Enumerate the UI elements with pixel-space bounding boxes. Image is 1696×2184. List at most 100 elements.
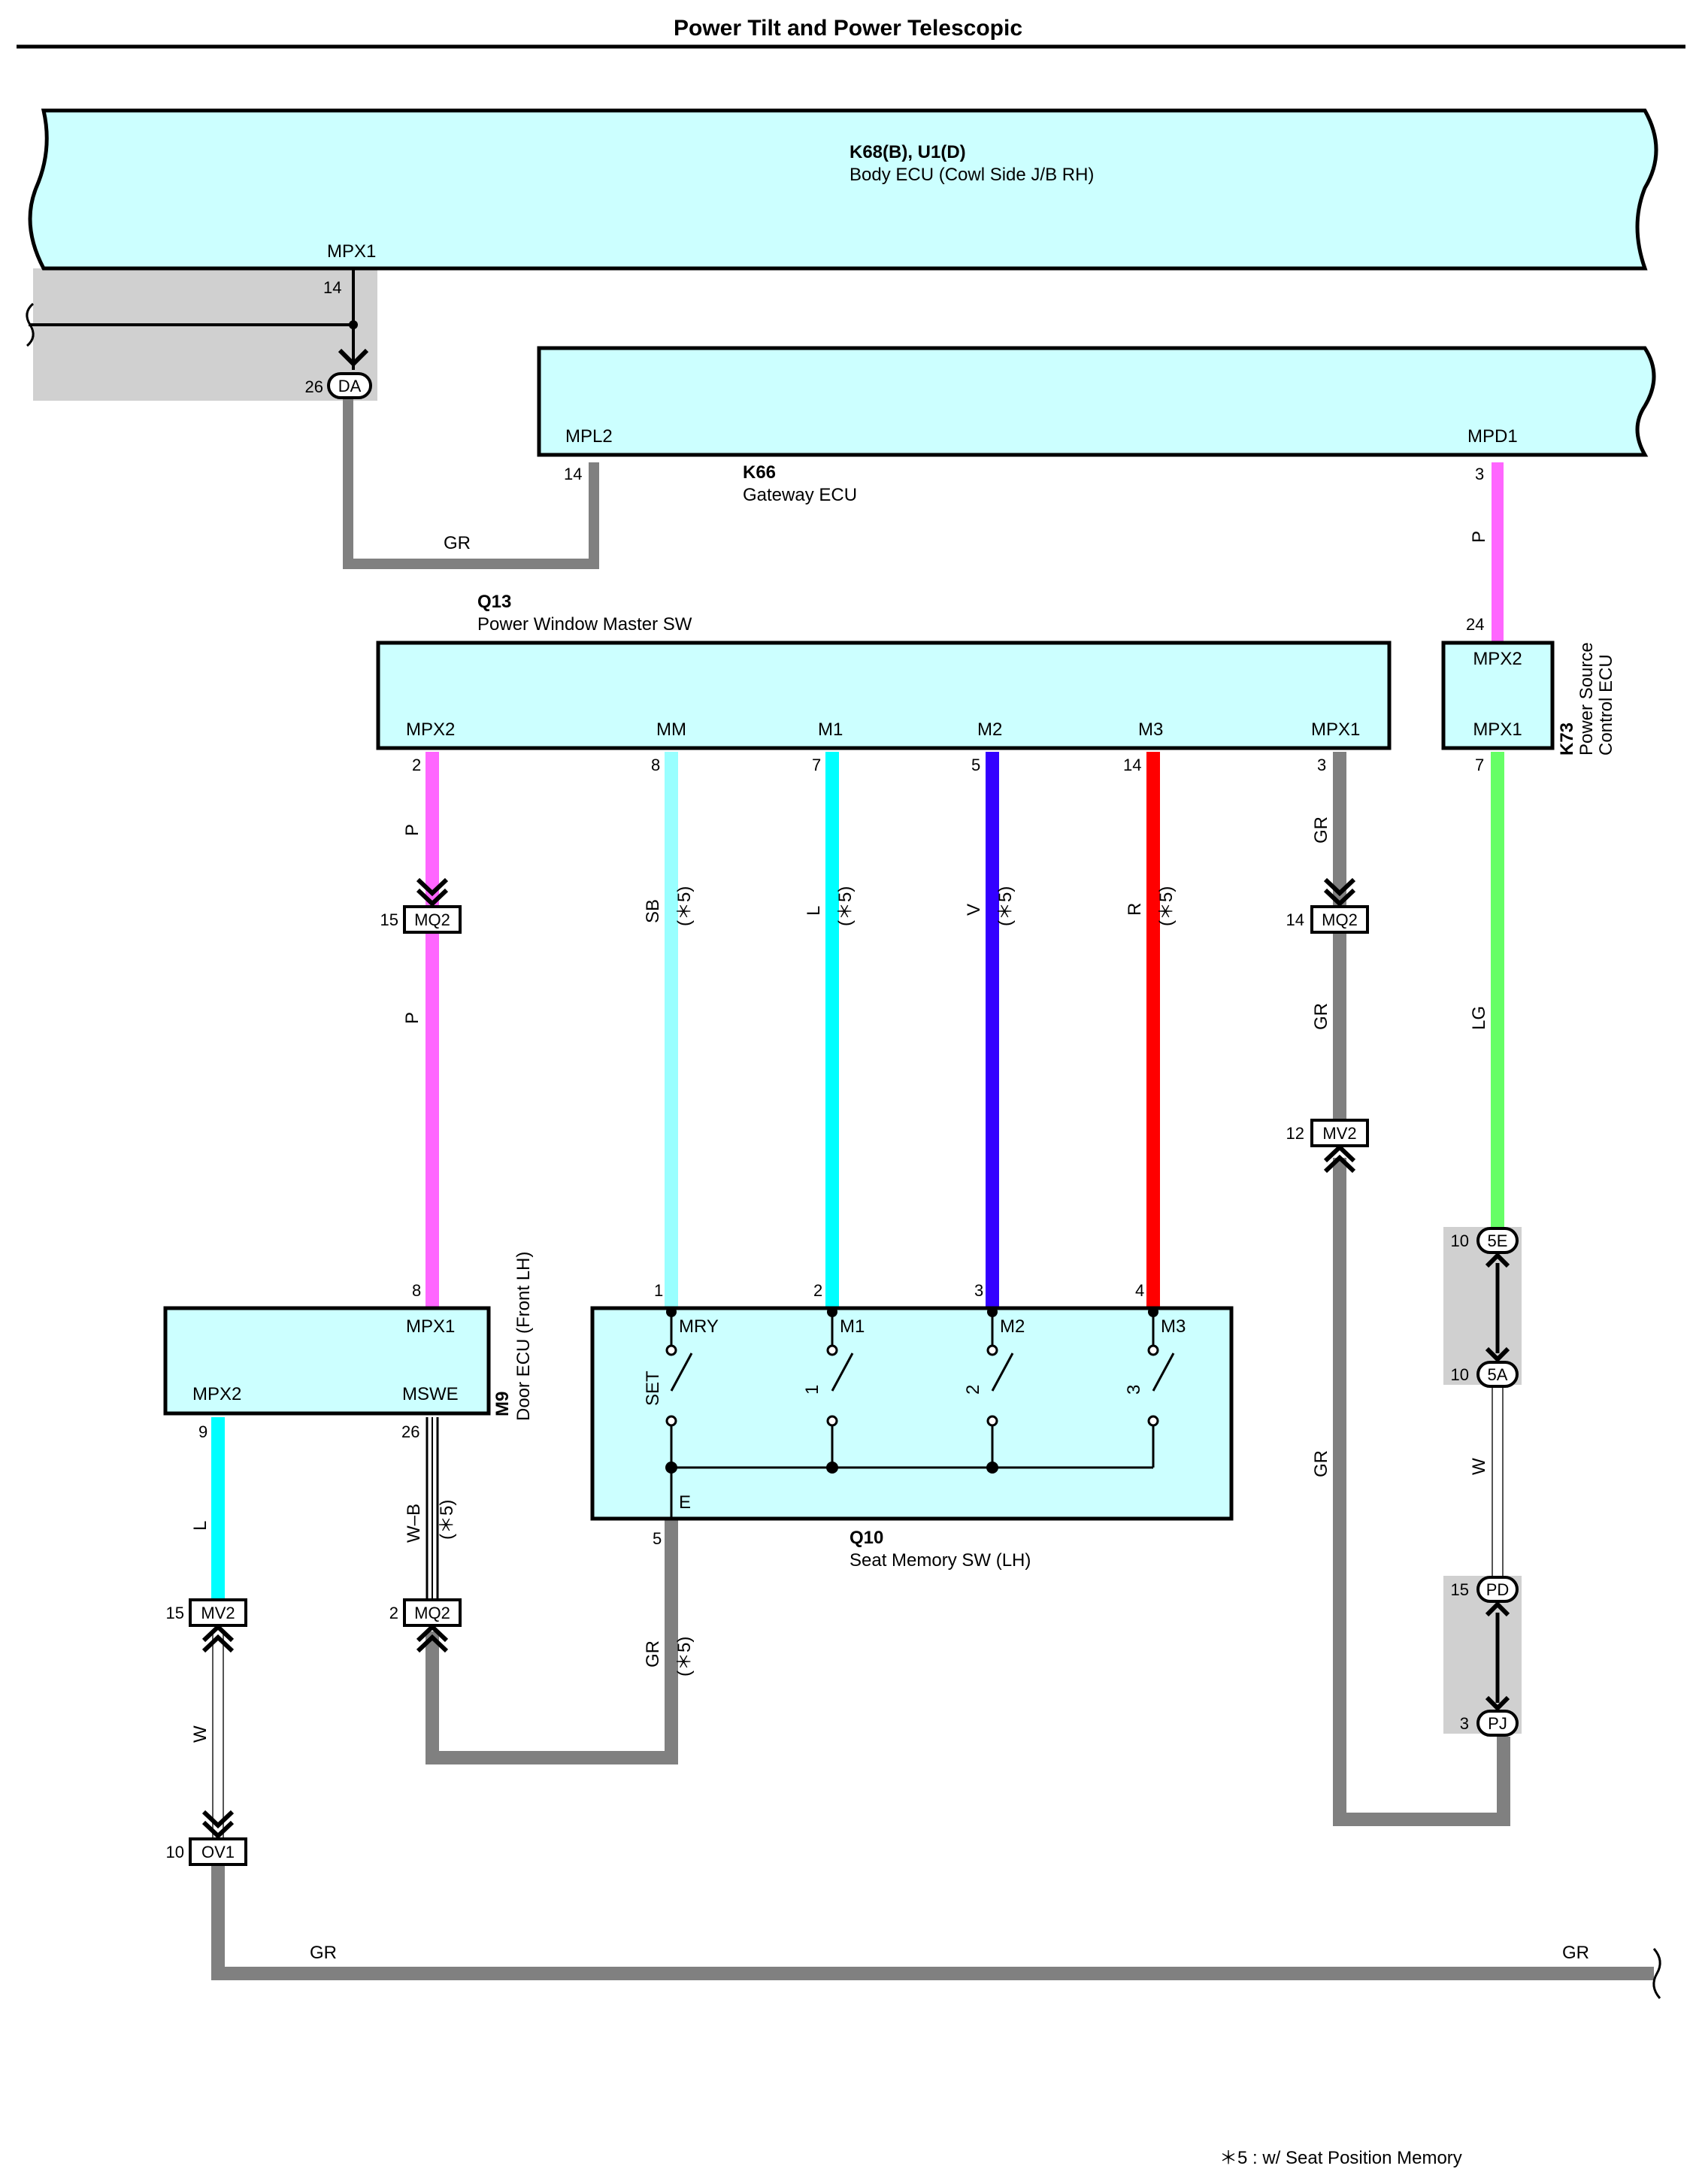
wire-label-gr-bus-right: GR	[1562, 1943, 1589, 1963]
wire-label-wb: W–B	[404, 1504, 424, 1543]
q10-pin-1: 1	[654, 1281, 663, 1300]
note-m1: (＊5)	[835, 886, 856, 926]
body-ecu-code: K68(B), U1(D)	[850, 142, 966, 162]
wire-label-l-m1: L	[804, 906, 824, 916]
wire-label-gr-e: GR	[643, 1640, 663, 1668]
q10-pin-3: 3	[974, 1281, 983, 1300]
junction-dot	[666, 1307, 677, 1317]
q10-pin-2: 2	[813, 1281, 822, 1300]
svg-text:26: 26	[305, 377, 323, 396]
body-ecu-terminal: MPX1	[327, 241, 376, 262]
svg-text:2: 2	[389, 1604, 398, 1622]
door-ecu-code: M9	[492, 1392, 513, 1416]
connector-mq2-p: MQ2 15	[380, 877, 462, 934]
wire-label-p-2: P	[402, 1012, 422, 1024]
junction-dot	[986, 1462, 998, 1474]
k73-terminal-top: MPX2	[1473, 649, 1522, 669]
gateway-pin-right: 3	[1475, 465, 1484, 483]
wire-label-p-1: P	[402, 824, 422, 836]
door-pin-right: 26	[401, 1422, 419, 1441]
svg-text:15: 15	[1451, 1580, 1469, 1599]
svg-text:DA: DA	[338, 377, 362, 395]
switch-label-2: 2	[963, 1385, 983, 1395]
q13-pin-2: 2	[412, 756, 421, 774]
connector-da: DA 26	[305, 348, 372, 399]
wire-label-gr-mpx1: GR	[1311, 816, 1331, 844]
q13-terminal-m3: M3	[1138, 719, 1163, 740]
svg-text:MV2: MV2	[1322, 1124, 1356, 1143]
seat-memory-code: Q10	[850, 1528, 883, 1548]
gateway-pin-left: 14	[564, 465, 582, 483]
q10-terminal-mry: MRY	[679, 1316, 719, 1337]
q13-pin-7: 7	[812, 756, 821, 774]
junction-dot	[1148, 1307, 1158, 1317]
gateway-terminal-right: MPD1	[1467, 426, 1518, 447]
q13-terminal-mm: MM	[656, 719, 686, 740]
svg-text:12: 12	[1286, 1124, 1304, 1143]
wire-label-p-mpd1: P	[1469, 531, 1489, 543]
body-ecu-block	[28, 108, 1658, 271]
seat-memory-switches	[665, 1312, 1175, 1519]
k73-pin-top: 24	[1466, 615, 1484, 634]
wire-gr-mq2-e	[426, 1519, 678, 1764]
svg-text:3: 3	[1460, 1714, 1469, 1733]
wire-break-left	[26, 302, 35, 347]
wire-gr-ground-bus	[211, 1864, 1654, 1980]
svg-text:PJ: PJ	[1488, 1714, 1507, 1733]
pw-master-sw-block	[376, 641, 1392, 750]
note-m3: (＊5)	[1156, 886, 1177, 926]
connector-mq2-wb: MQ2 2	[389, 1598, 462, 1653]
wire-gr-mv2-pj	[1333, 1158, 1510, 1826]
svg-text:10: 10	[1451, 1365, 1469, 1384]
svg-text:MQ2: MQ2	[414, 1604, 450, 1622]
svg-text:15: 15	[380, 910, 398, 929]
wire-label-gr-bus-left: GR	[310, 1943, 337, 1963]
switch-label-1: 1	[802, 1385, 822, 1395]
svg-text:5E: 5E	[1488, 1231, 1508, 1250]
k73-name-1: Power Source	[1576, 642, 1597, 756]
svg-text:10: 10	[166, 1843, 184, 1861]
connector-5a: 5A 10	[1451, 1346, 1519, 1388]
seat-memory-name: Seat Memory SW (LH)	[850, 1550, 1031, 1571]
connector-pj: PJ 3	[1460, 1695, 1519, 1737]
connector-pd: PD 15	[1451, 1576, 1519, 1617]
q10-terminal-m1: M1	[840, 1316, 865, 1337]
door-terminal-right: MSWE	[402, 1384, 459, 1404]
q13-pin-8: 8	[651, 756, 660, 774]
svg-text:14: 14	[1286, 910, 1304, 929]
junction-dot	[826, 1462, 838, 1474]
q10-terminal-e: E	[679, 1492, 691, 1513]
q13-terminal-mpx2: MPX2	[406, 719, 455, 740]
svg-text:5A: 5A	[1488, 1365, 1508, 1384]
door-pin-top: 8	[412, 1281, 421, 1300]
svg-text:PD: PD	[1486, 1580, 1510, 1599]
svg-text:OV1: OV1	[201, 1843, 235, 1861]
wire-label-w-ov1: W	[190, 1725, 210, 1743]
q10-pin-4: 4	[1135, 1281, 1144, 1300]
page-title: Power Tilt and Power Telescopic	[674, 16, 1022, 41]
q13-pin-14: 14	[1123, 756, 1141, 774]
q10-terminal-m2: M2	[1000, 1316, 1025, 1337]
door-terminal-top: MPX1	[406, 1316, 455, 1337]
wire-label-gr-top: GR	[444, 533, 471, 553]
q13-pin-3: 3	[1317, 756, 1326, 774]
svg-text:MV2: MV2	[201, 1604, 235, 1622]
footnote: ＊5 : w/ Seat Position Memory	[1219, 2148, 1462, 2168]
seat-memory-sw-block	[590, 1306, 1234, 1521]
q13-pin-5: 5	[971, 756, 980, 774]
wire-label-r: R	[1125, 903, 1145, 916]
wire-label-v: V	[964, 904, 984, 916]
junction-dot	[987, 1307, 998, 1317]
q10-pin-5: 5	[653, 1529, 662, 1548]
inline-shade-da	[33, 268, 377, 401]
door-terminal-left: MPX2	[192, 1384, 241, 1404]
svg-text:10: 10	[1451, 1231, 1469, 1250]
door-ecu-name: Door ECU (Front LH)	[513, 1252, 534, 1421]
wire-gr-da-gateway	[343, 397, 599, 569]
gateway-ecu-block	[537, 346, 1656, 457]
connector-mq2-gr: MQ2 14	[1286, 877, 1369, 934]
gateway-code: K66	[743, 462, 776, 483]
junction-dot	[349, 320, 358, 329]
junction-dot	[827, 1307, 837, 1317]
